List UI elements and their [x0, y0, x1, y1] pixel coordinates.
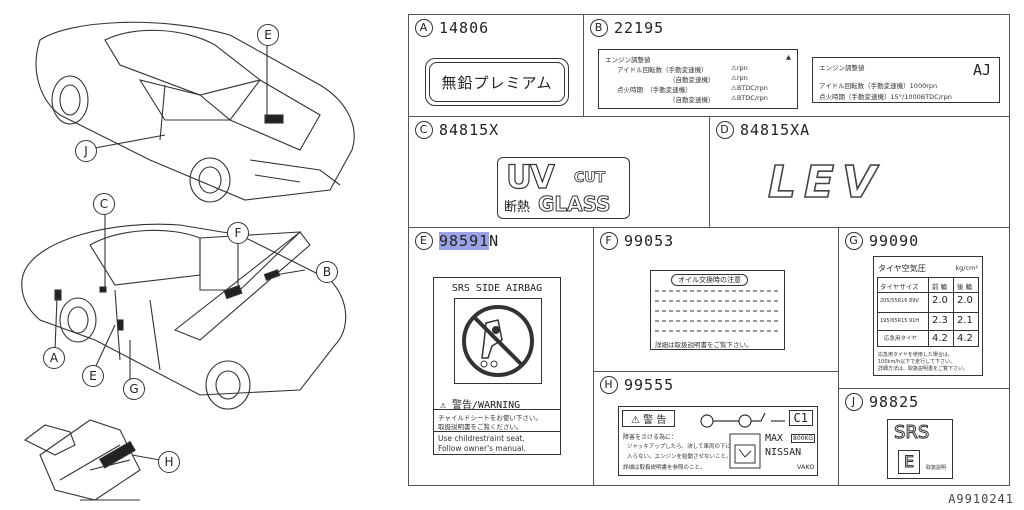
- cell-f-code: 99053: [624, 232, 675, 250]
- label-j: SRS E 取扱説明: [887, 419, 953, 479]
- label-c: UV CUT 断熱 GLASS: [497, 157, 630, 219]
- cell-c-letter: C: [415, 121, 433, 139]
- cell-b-code: 22195: [614, 19, 665, 37]
- cell-g-code: 99090: [869, 232, 920, 250]
- callout-g: G: [123, 378, 145, 400]
- cell-d: D 84815XA LEV: [709, 116, 1010, 228]
- callout-d: E: [257, 24, 279, 46]
- label-b-left: エンジン調整値 ▲ アイドル回転数（手動変速機） ⚠rpn （自動変速機） ⚠r…: [598, 49, 798, 109]
- cell-e: E 98591N SRS SIDE AIRBAG ⚠ 警告/WARNING チャイ…: [408, 227, 594, 486]
- cell-j-letter: J: [845, 393, 863, 411]
- cell-a-letter: A: [415, 19, 433, 37]
- label-d-emblem: LEV: [767, 156, 885, 209]
- under-car-warning-icon: [729, 433, 761, 469]
- label-e: SRS SIDE AIRBAG ⚠ 警告/WARNING チャイルドシートをお使…: [433, 277, 561, 455]
- callout-h: H: [158, 451, 180, 473]
- cell-c: C 84815X UV CUT 断熱 GLASS: [408, 116, 710, 228]
- label-b-right: エンジン調整値 AJ アイドル回転数（手動変速機）1000rpn 点火時期（手動…: [812, 57, 1000, 103]
- callout-c: C: [93, 193, 115, 215]
- label-f: オイル交換時の注意 詳細は取扱説明書をご覧下さい。: [650, 270, 785, 350]
- cell-e-code-highlight: 98591: [439, 232, 490, 250]
- car-rear-view: [35, 21, 355, 203]
- cell-a-code: 14806: [439, 19, 490, 37]
- cell-h-code: 99555: [624, 376, 675, 394]
- tire-pressure-table: タイヤサイズ 前 輪 後 輪 205/55R16 89V 2.0 2.0 195…: [877, 277, 979, 347]
- cell-f-letter: F: [600, 232, 618, 250]
- cell-h-letter: H: [600, 376, 618, 394]
- jack-illustration: [23, 419, 141, 501]
- cell-e-letter: E: [415, 232, 433, 250]
- jack-icon: [700, 412, 785, 428]
- label-g: タイヤ空気圧 kg/cm² タイヤサイズ 前 輪 後 輪 205/55R16 8…: [873, 256, 983, 376]
- figure-id: A9910241: [948, 492, 1014, 506]
- label-h: ⚠ 警 告 C1 障害をさける為に： ジャッキアップしたら、決して車両の下に 入…: [618, 406, 818, 476]
- label-a-text: 無鉛プレミアム: [441, 74, 553, 92]
- callout-j: J: [75, 140, 97, 162]
- cell-d-code: 84815XA: [740, 121, 811, 139]
- label-a: 無鉛プレミアム: [425, 58, 569, 106]
- cell-g-letter: G: [845, 232, 863, 250]
- callout-a: A: [43, 347, 65, 369]
- cell-b-letter: B: [590, 19, 608, 37]
- cell-j: J 98825 SRS E 取扱説明: [838, 388, 1010, 486]
- cell-j-code: 98825: [869, 393, 920, 411]
- cell-a: A 14806 無鉛プレミアム: [408, 14, 584, 117]
- no-child-seat-icon: [454, 298, 542, 384]
- cell-f: F 99053 オイル交換時の注意 詳細は取扱説明書をご覧下さい。: [593, 227, 839, 372]
- car-front-view: [21, 223, 347, 410]
- cell-c-code: 84815X: [439, 121, 500, 139]
- cell-b: B 22195 エンジン調整値 ▲ アイドル回転数（手動変速機） ⚠rpn （自動…: [583, 14, 1010, 117]
- cell-e-code-suffix: N: [489, 232, 500, 250]
- vehicle-illustrations: [21, 21, 355, 501]
- cell-d-letter: D: [716, 121, 734, 139]
- cell-h: H 99555 ⚠ 警 告 C1 障害をさける為に： ジャッキアップしたら、決して…: [593, 371, 839, 486]
- callout-f: F: [227, 222, 249, 244]
- callout-e: E: [82, 365, 104, 387]
- callout-b: B: [316, 261, 338, 283]
- cell-g: G 99090 タイヤ空気圧 kg/cm² タイヤサイズ 前 輪 後 輪 205/…: [838, 227, 1010, 389]
